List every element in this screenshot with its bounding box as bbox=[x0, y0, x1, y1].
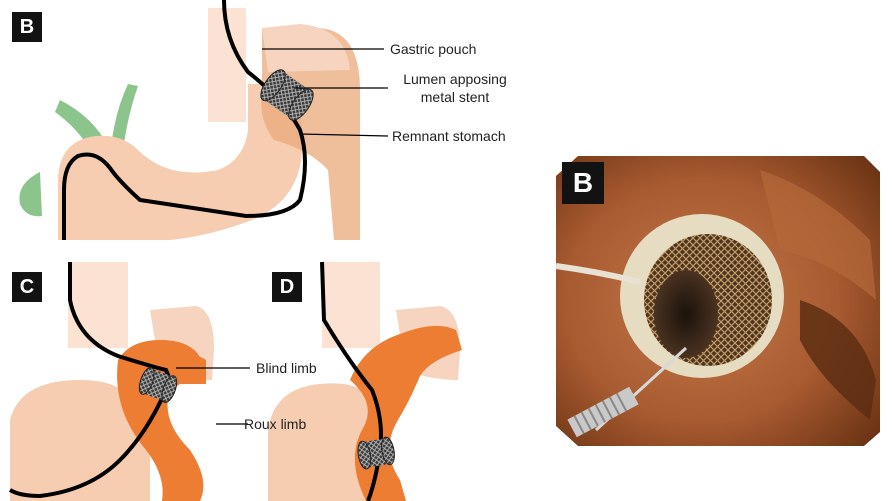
remnant-stomach-top bbox=[262, 24, 350, 72]
label-roux-limb: Roux limb bbox=[244, 415, 306, 433]
panel-badge-d: D bbox=[272, 272, 302, 302]
label-remnant-stomach: Remnant stomach bbox=[392, 127, 506, 145]
lumen-opening bbox=[654, 270, 718, 358]
gastric-pouch-shape bbox=[68, 262, 128, 348]
label-gastric-pouch: Gastric pouch bbox=[390, 40, 476, 58]
panel-c-illustration bbox=[10, 262, 250, 501]
endoscopic-photo bbox=[556, 156, 880, 446]
panel-badge-b: B bbox=[12, 12, 42, 42]
gastric-pouch-shape bbox=[322, 262, 380, 348]
label-blind-limb: Blind limb bbox=[256, 359, 317, 377]
panel-badge-c: C bbox=[12, 272, 42, 302]
label-lumen-stent: Lumen apposing metal stent bbox=[390, 70, 520, 106]
label-lumen-stent-line2: metal stent bbox=[390, 88, 520, 106]
vessel-shape bbox=[19, 172, 42, 216]
photo-badge-b: B bbox=[562, 162, 604, 204]
blind-limb-shape bbox=[176, 354, 206, 384]
label-lumen-stent-line1: Lumen apposing bbox=[390, 70, 520, 88]
stent-icon bbox=[356, 436, 396, 470]
panel-b-illustration bbox=[19, 0, 388, 240]
